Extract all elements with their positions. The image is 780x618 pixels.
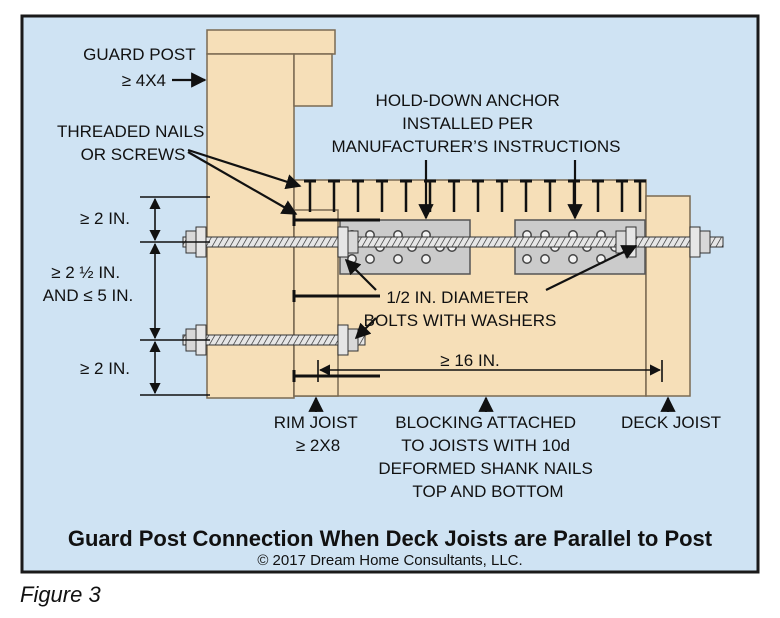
plate-hole [421, 254, 431, 264]
dim-bottom-label: ≥ 2 IN. [80, 359, 130, 378]
plate-hole [365, 254, 375, 264]
copyright: © 2017 Dream Home Consultants, LLC. [257, 552, 522, 569]
plate-hole [540, 254, 550, 264]
plate-hole [393, 254, 403, 264]
rim-joist-label: RIM JOIST ≥ 2X8 [274, 413, 362, 455]
hold-down-anchor-label: HOLD-DOWN ANCHOR INSTALLED PER MANUFACTU… [331, 91, 620, 156]
deck-joist [645, 195, 691, 397]
dim-middle-label: ≥ 2 ½ IN. AND ≤ 5 IN. [43, 263, 134, 305]
dimension-lines [140, 196, 663, 396]
blocking-label: BLOCKING ATTACHED TO JOISTS WITH 10d DEF… [378, 413, 597, 501]
rim-nails [292, 214, 380, 382]
dim-top-label: ≥ 2 IN. [80, 209, 130, 228]
length-dim-label: ≥ 16 IN. [440, 351, 499, 370]
guard-post-label: GUARD POST ≥ 4X4 [83, 45, 200, 90]
plate-hole [568, 254, 578, 264]
blocking [293, 179, 647, 397]
deck-joist-label: DECK JOIST [621, 413, 721, 432]
bolts-label: 1/2 IN. DIAMETER BOLTS WITH WASHERS [364, 288, 557, 330]
diagram-title: Guard Post Connection When Deck Joists a… [68, 526, 713, 551]
plate-hole [522, 254, 532, 264]
leader-lines [172, 72, 676, 412]
threaded-nails-label: THREADED NAILS OR SCREWS [57, 122, 209, 164]
figure-caption: Figure 3 [20, 582, 101, 607]
